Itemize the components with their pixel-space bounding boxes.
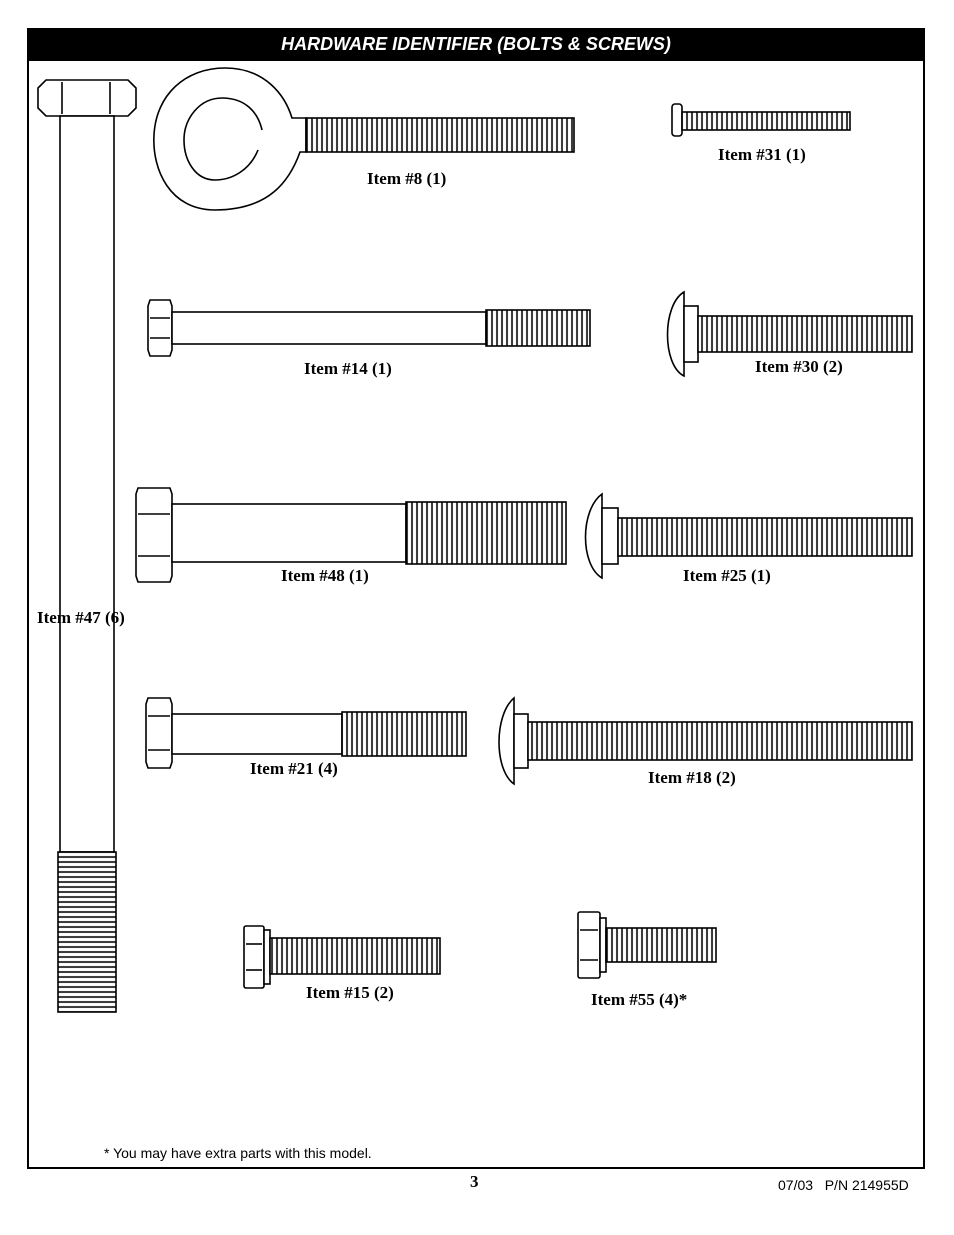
page-number: 3	[470, 1172, 479, 1191]
label-item-15: Item #15 (2)	[306, 983, 394, 1002]
flange-bolt-15-illustration	[243, 925, 441, 989]
bolt-48-illustration	[135, 487, 567, 583]
footer-part-number: P/N 214955D	[824, 1177, 909, 1193]
carriage-bolt-25-illustration	[584, 492, 913, 580]
carriage-bolt-30-illustration	[666, 290, 913, 378]
label-item-21: Item #21 (4)	[250, 759, 338, 778]
screw-31-illustration	[671, 103, 851, 137]
eye-bolt-8-illustration	[153, 67, 575, 211]
label-item-48: Item #48 (1)	[281, 566, 369, 585]
carriage-bolt-18-illustration	[498, 696, 913, 786]
bolt-21-illustration	[145, 697, 467, 769]
footer-date: 07/03	[778, 1177, 814, 1193]
label-item-14: Item #14 (1)	[304, 359, 392, 378]
label-item-31: Item #31 (1)	[718, 145, 806, 164]
page-title: HARDWARE IDENTIFIER (BOLTS & SCREWS)	[27, 28, 925, 61]
footer: 07/03 P/N 214955D	[778, 1177, 909, 1193]
label-item-47: Item #47 (6)	[37, 608, 125, 627]
label-item-55: Item #55 (4)*	[591, 990, 688, 1009]
label-item-18: Item #18 (2)	[648, 768, 736, 787]
extra-parts-note: * You may have extra parts with this mod…	[104, 1145, 372, 1161]
bolt-14-illustration	[147, 299, 591, 357]
flange-bolt-55-illustration	[577, 911, 717, 979]
label-item-30: Item #30 (2)	[755, 357, 843, 376]
bolt-47-illustration	[37, 79, 137, 1013]
label-item-25: Item #25 (1)	[683, 566, 771, 585]
label-item-8: Item #8 (1)	[367, 169, 447, 188]
